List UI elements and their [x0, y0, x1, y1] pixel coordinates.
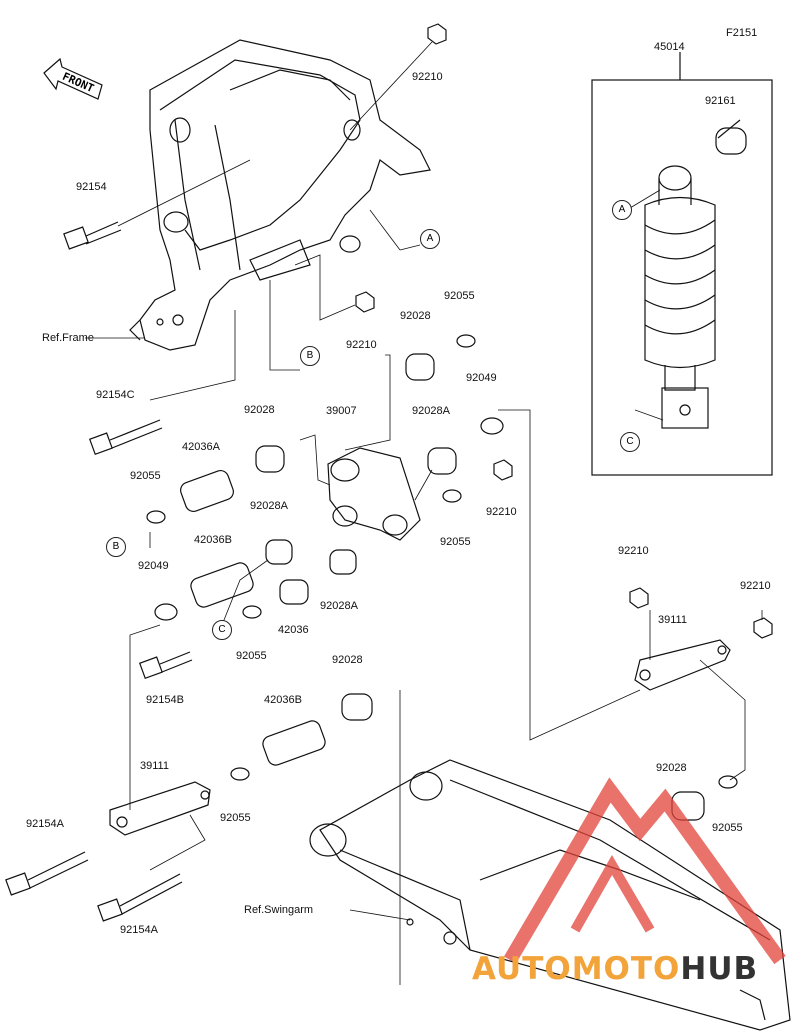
label-42036: 42036	[278, 624, 309, 636]
ref-swingarm-label: Ref.Swingarm	[244, 904, 314, 916]
label-92028A-low: 92028A	[320, 600, 358, 612]
label-92154C: 92154C	[96, 389, 135, 401]
watermark-part2: HUB	[680, 951, 759, 987]
label-42036B-top: 42036B	[194, 534, 232, 546]
label-92049-right: 92049	[466, 372, 497, 384]
label-92161: 92161	[705, 95, 736, 107]
label-92049-left: 92049	[138, 560, 169, 572]
fasteners	[5, 23, 773, 922]
label-92028A-mid: 92028A	[250, 500, 288, 512]
label-39111-right: 39111	[658, 614, 687, 626]
watermark-logo: AUTOMOTOHUB	[472, 951, 758, 987]
label-92154: 92154	[76, 181, 107, 193]
label-39111-left: 39111	[140, 760, 169, 772]
front-arrow-icon: FRONT	[43, 57, 103, 100]
label-92055-right: 92055	[712, 822, 743, 834]
label-92154A-2: 92154A	[120, 924, 158, 936]
figure-code: F2151	[726, 27, 758, 39]
label-92055-left: 92055	[130, 470, 161, 482]
callout-a-frame: A	[420, 229, 440, 249]
shock-box	[591, 79, 773, 476]
label-92210-top: 92210	[412, 71, 443, 83]
callout-b-link: B	[106, 537, 126, 557]
watermark-part1: AUTOMOTO	[472, 951, 681, 987]
callout-a-shock: A	[612, 200, 632, 220]
label-92028-top: 92028	[400, 310, 431, 322]
leader-lines	[85, 41, 763, 985]
label-92028-right: 92028	[656, 762, 687, 774]
label-92055-center: 92055	[440, 536, 471, 548]
tie-rods-drawing	[109, 639, 731, 836]
shock-absorber-drawing	[644, 127, 747, 429]
ref-frame-label: Ref.Frame	[42, 332, 94, 344]
front-label: FRONT	[60, 70, 96, 95]
label-92210-r2: 92210	[740, 580, 771, 592]
label-92210-mid: 92210	[346, 339, 377, 351]
label-42036A: 42036A	[182, 441, 220, 453]
label-92055-c: 92055	[236, 650, 267, 662]
label-45014: 45014	[654, 41, 685, 53]
label-92154B: 92154B	[146, 694, 184, 706]
callout-b-frame: B	[300, 346, 320, 366]
frame-drawing	[129, 39, 431, 351]
label-92028-a: 92028	[244, 404, 275, 416]
label-92154A-1: 92154A	[26, 818, 64, 830]
swingarm-drawing	[309, 759, 791, 1031]
rocker-arm-drawing	[327, 447, 421, 541]
label-92055-top: 92055	[444, 290, 475, 302]
label-92028-low: 92028	[332, 654, 363, 666]
callout-c-shock: C	[620, 432, 640, 452]
callout-c-link: C	[212, 620, 232, 640]
watermark-triangle	[503, 777, 786, 965]
label-92028A-top: 92028A	[412, 405, 450, 417]
label-92210-center: 92210	[486, 506, 517, 518]
label-39007: 39007	[326, 405, 357, 417]
label-92055-low: 92055	[220, 812, 251, 824]
label-42036B-low: 42036B	[264, 694, 302, 706]
label-92210-r1: 92210	[618, 545, 649, 557]
collars-sleeves	[146, 334, 738, 821]
